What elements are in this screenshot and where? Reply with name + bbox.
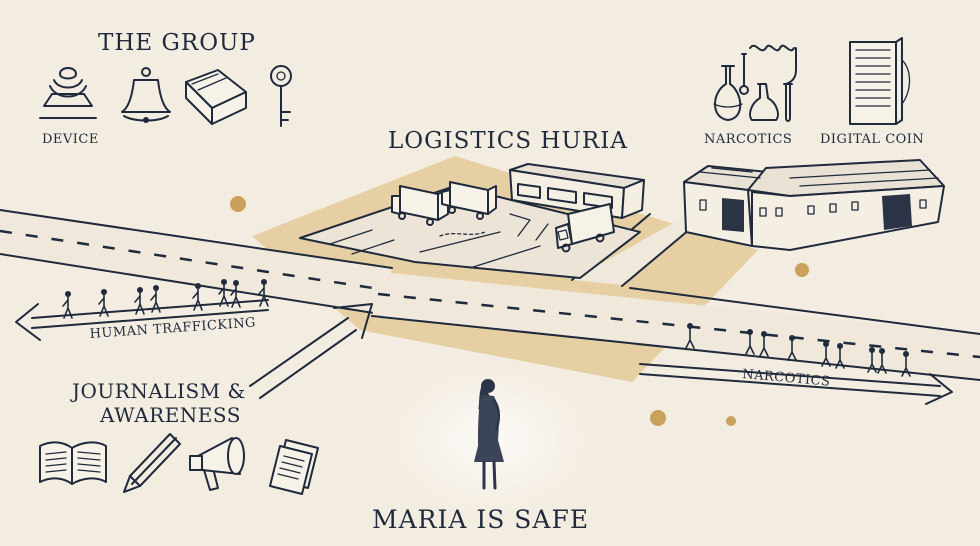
truck-1	[391, 185, 449, 226]
device-label: DEVICE	[42, 132, 99, 147]
road-right	[371, 272, 980, 381]
maria-figure	[474, 379, 504, 490]
journalism-title-line1: JOURNALISM &	[70, 379, 246, 403]
open-book-icon	[39, 441, 107, 485]
narcotics-route-arrow	[639, 363, 953, 405]
warehouse	[683, 159, 945, 251]
truck-3	[555, 203, 615, 253]
footer-message: MARIA IS SAFE	[372, 505, 589, 534]
server-icon	[849, 37, 911, 125]
megaphone-icon	[189, 437, 245, 491]
book-icon	[185, 69, 247, 125]
documents-icon	[269, 439, 319, 495]
office-building	[509, 163, 645, 219]
trafficked-people-right	[685, 323, 911, 377]
narcotics-label: NARCOTICS	[704, 132, 792, 147]
journalism-title-line2: AWARENESS	[99, 403, 241, 427]
device-icon	[39, 67, 97, 119]
truck-2	[441, 181, 497, 220]
accent-dots	[230, 196, 809, 426]
road-left	[0, 209, 393, 315]
human-trafficking-arrow	[15, 299, 269, 341]
key-icon	[270, 65, 292, 127]
narcotics-lab-icon	[713, 44, 797, 122]
pen-icon	[123, 433, 181, 493]
bell-icon	[121, 67, 171, 123]
trafficked-people-left	[62, 279, 269, 319]
journalism-arrow	[249, 303, 373, 399]
logistics-title: LOGISTICS HURIA	[388, 128, 628, 154]
digital-coin-label: DIGITAL COIN	[820, 132, 924, 147]
group-title: THE GROUP	[98, 30, 256, 56]
